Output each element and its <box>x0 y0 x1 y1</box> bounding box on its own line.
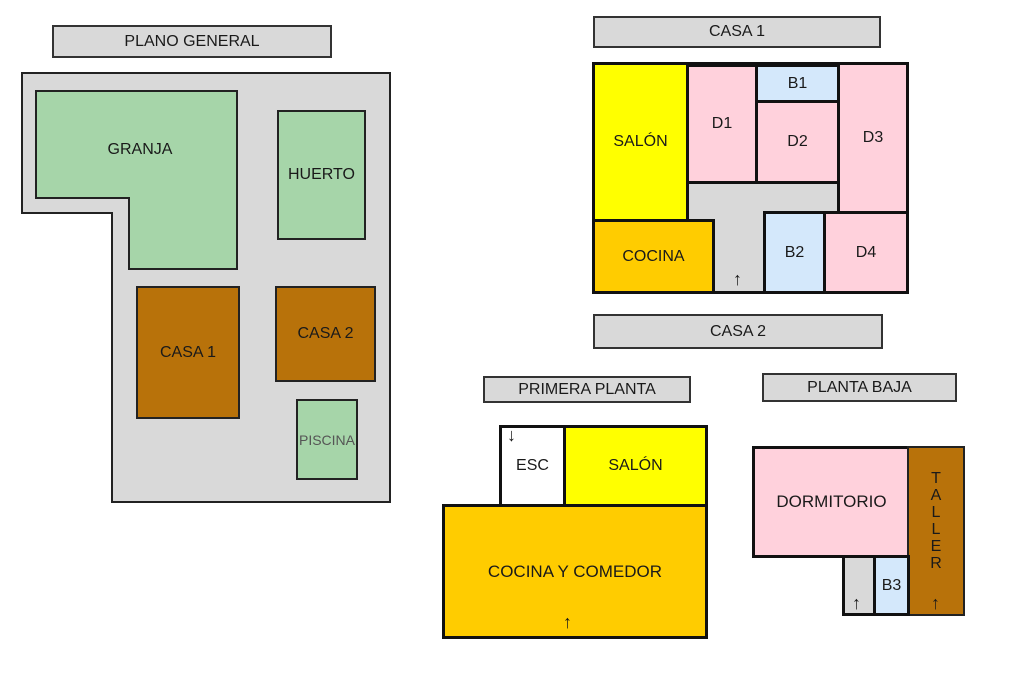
granja-area <box>35 90 238 270</box>
taller-letter: T <box>931 470 941 487</box>
casa1-d2: D2 <box>755 100 840 184</box>
label-granja: GRANJA <box>107 141 173 158</box>
baja-b3: B3 <box>873 555 910 616</box>
casa1-cocina: COCINA <box>592 219 715 294</box>
title-casa1: CASA 1 <box>593 16 881 48</box>
area-piscina: PISCINA <box>296 399 358 480</box>
taller-letter: L <box>931 504 941 521</box>
area-casa1: CASA 1 <box>136 286 240 419</box>
area-casa2: CASA 2 <box>275 286 376 382</box>
entrance-arrow-icon: ↑ <box>733 269 742 289</box>
taller-letter: R <box>930 555 942 572</box>
casa1-d4: D4 <box>823 211 909 294</box>
area-huerto: HUERTO <box>277 110 366 240</box>
entrance-arrow-icon: ↑ <box>931 593 940 613</box>
entrance-arrow-icon: ↑ <box>852 593 861 613</box>
baja-dormitorio: DORMITORIO <box>752 446 911 558</box>
taller-letter: L <box>931 521 941 538</box>
casa1-salon: SALÓN <box>592 62 689 222</box>
casa1-d3: D3 <box>837 62 909 214</box>
stairs-down-arrow-icon: ↓ <box>507 425 516 445</box>
casa1-b2: B2 <box>763 211 826 294</box>
taller-letter: E <box>930 538 942 555</box>
primera-salon: SALÓN <box>563 425 708 507</box>
primera-cocina-comedor: COCINA Y COMEDOR <box>442 504 708 639</box>
title-casa2: CASA 2 <box>593 314 883 349</box>
entrance-arrow-icon: ↑ <box>563 612 572 632</box>
title-primera-planta: PRIMERA PLANTA <box>483 376 691 403</box>
baja-taller: T A L L E R <box>907 446 965 616</box>
taller-letter: A <box>930 487 942 504</box>
title-plano-general: PLANO GENERAL <box>52 25 332 58</box>
title-planta-baja: PLANTA BAJA <box>762 373 957 402</box>
casa1-d1: D1 <box>686 64 758 184</box>
casa1-b1: B1 <box>755 64 840 103</box>
